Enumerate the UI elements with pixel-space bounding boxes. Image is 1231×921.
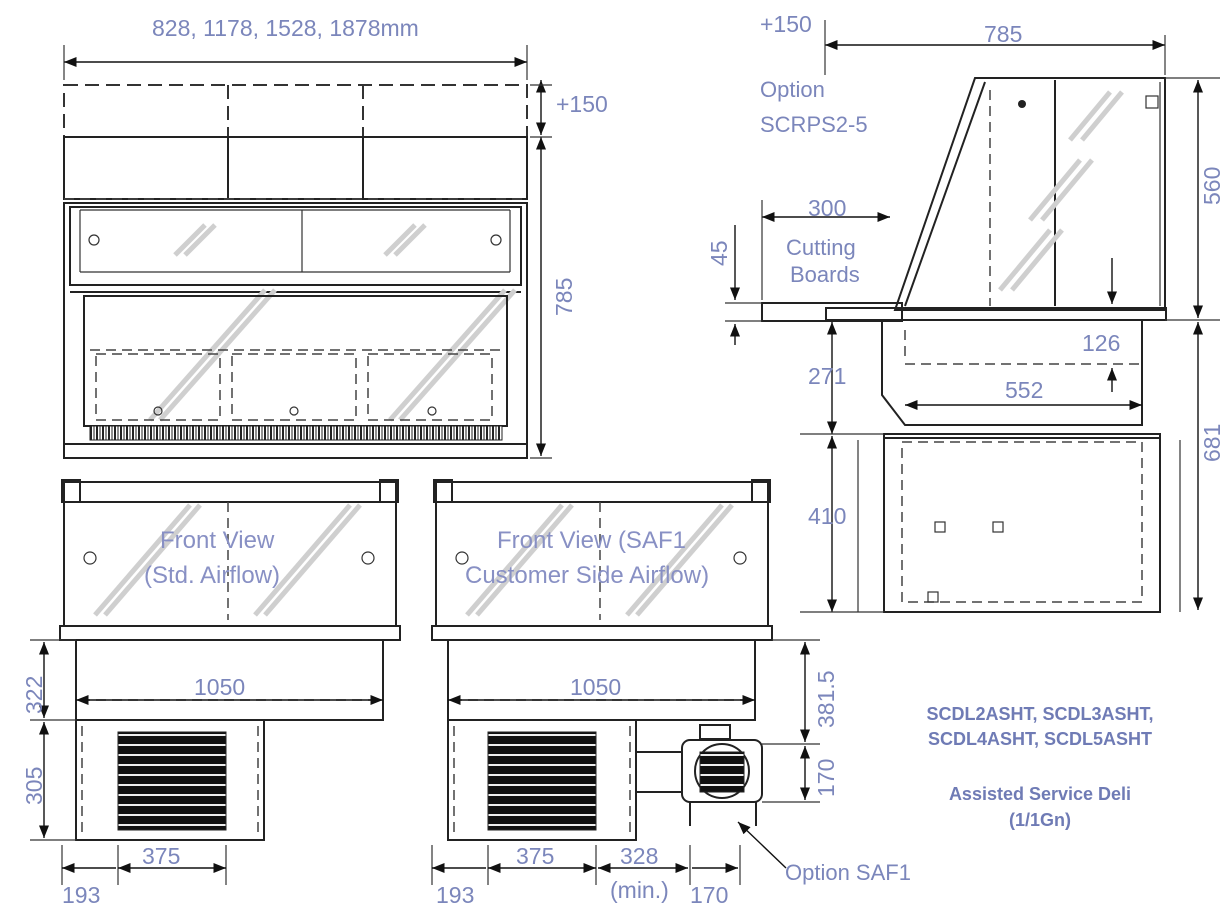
front-saf-title-line1: Front View (SAF1 bbox=[497, 527, 686, 554]
dim-1050-left: 1050 bbox=[194, 674, 245, 700]
option-label-line2: SCRPS2-5 bbox=[760, 112, 868, 137]
side-elevation bbox=[725, 20, 1220, 613]
canopy-side bbox=[893, 77, 1166, 311]
dim-322: 322 bbox=[21, 676, 47, 714]
dim-410: 410 bbox=[808, 503, 846, 529]
cabinet-outline bbox=[63, 202, 528, 459]
dim-271: 271 bbox=[808, 363, 846, 389]
front-view-saf1 bbox=[431, 479, 820, 885]
dim-1050-right: 1050 bbox=[570, 674, 621, 700]
door-handle-icon bbox=[490, 234, 502, 246]
sliding-doors bbox=[69, 206, 522, 286]
main-front-elevation bbox=[63, 45, 552, 459]
dim-785-front: 785 bbox=[551, 278, 577, 316]
dim-170-right: 170 bbox=[813, 759, 839, 797]
dim-45: 45 bbox=[706, 240, 732, 266]
front-std-title-line2: (Std. Airflow) bbox=[144, 562, 280, 589]
canopy-option-outline bbox=[63, 84, 528, 138]
front-saf-title-line2: Customer Side Airflow) bbox=[465, 562, 709, 589]
dim-min-label: (min.) bbox=[610, 877, 669, 903]
cutting-board bbox=[761, 302, 903, 322]
refrigeration-housing bbox=[883, 433, 1161, 613]
dim-552: 552 bbox=[1005, 377, 1043, 403]
models-line1: SCDL2ASHT, SCDL3ASHT, bbox=[926, 704, 1153, 724]
dim-305: 305 bbox=[21, 767, 47, 805]
dim-328: 328 bbox=[620, 843, 658, 869]
dim-375-left: 375 bbox=[142, 843, 180, 869]
dim-300: 300 bbox=[808, 195, 846, 221]
dim-plus150-side: +150 bbox=[760, 11, 812, 37]
option-label-line1: Option bbox=[760, 77, 825, 102]
models-line2: SCDL4ASHT, SCDL5ASHT bbox=[928, 729, 1152, 749]
dim-560: 560 bbox=[1199, 167, 1225, 205]
canopy-upper bbox=[63, 136, 528, 200]
dim-785-depth: 785 bbox=[984, 21, 1022, 47]
model-description-line1: Assisted Service Deli bbox=[949, 784, 1131, 804]
front-std-title-line1: Front View bbox=[160, 527, 275, 554]
dim-375-right: 375 bbox=[516, 843, 554, 869]
dim-plus150-top: +150 bbox=[556, 91, 608, 117]
dim-681: 681 bbox=[1199, 424, 1225, 462]
width-options-label: 828, 1178, 1528, 1878mm bbox=[152, 15, 419, 41]
dim-193-left: 193 bbox=[62, 882, 100, 908]
door-handle-icon bbox=[88, 234, 100, 246]
dim-193-right: 193 bbox=[436, 882, 474, 908]
front-view-std bbox=[30, 479, 401, 885]
model-description-line2: (1/1Gn) bbox=[1009, 810, 1071, 830]
cutting-label-line2: Boards bbox=[790, 262, 860, 287]
gn-pan bbox=[231, 353, 357, 421]
option-saf1-label: Option SAF1 bbox=[785, 860, 911, 885]
dim-126: 126 bbox=[1082, 330, 1120, 356]
condensing-unit bbox=[75, 719, 265, 841]
dim-170-bottom: 170 bbox=[690, 882, 728, 908]
cutting-label-line1: Cutting bbox=[786, 235, 856, 260]
dim-381-5: 381.5 bbox=[813, 670, 839, 728]
